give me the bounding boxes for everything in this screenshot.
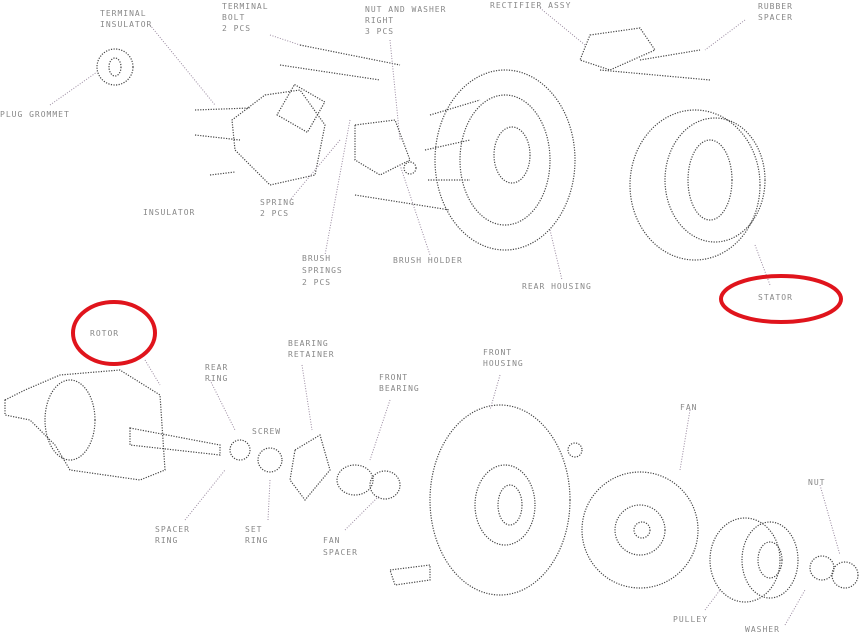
pulley-part <box>704 484 859 626</box>
label-spacer-2: RING <box>155 536 178 545</box>
label-rear-ring-2: RING <box>205 374 228 383</box>
label-brush-springs-3: 2 PCS <box>302 278 331 287</box>
label-rear-ring-1: REAR <box>205 363 228 372</box>
label-terminal-bolt-3: 2 PCS <box>222 24 251 33</box>
label-pulley: PULLEY <box>673 615 708 624</box>
rear-cover-part <box>194 83 326 186</box>
label-collar-2: RING <box>245 536 268 545</box>
terminal-insulator-part <box>49 24 216 106</box>
label-bearing-retainer-2: RETAINER <box>288 350 335 359</box>
label-spacer-1: SPACER <box>155 525 190 534</box>
label-washer: WASHER <box>745 625 780 634</box>
fan-part <box>581 409 699 589</box>
label-brush-springs-2: SPRINGS <box>302 266 343 275</box>
label-front-housing-2: HOUSING <box>483 359 524 368</box>
label-stator: STATOR <box>758 293 793 302</box>
label-collar-1: SET <box>245 525 262 534</box>
label-spring-1: SPRING <box>260 198 295 207</box>
label-brush-holder: BRUSH HOLDER <box>393 256 463 265</box>
label-rotor: ROTOR <box>90 329 119 338</box>
label-fan: FAN <box>680 403 697 412</box>
stator-highlight-circle <box>719 274 843 324</box>
label-nut-washer-3: 3 PCS <box>365 27 394 36</box>
stator-part <box>629 109 771 286</box>
label-terminal-insulator-2: INSULATOR <box>100 20 152 29</box>
label-fan-spacer-1: FAN <box>323 536 340 545</box>
label-front-bearing-1: FRONT <box>379 373 408 382</box>
rectifier-part <box>539 7 746 81</box>
label-terminal-bolt-1: TERMINAL <box>222 2 269 11</box>
label-rectifier: RECTIFIER ASSY <box>490 1 571 10</box>
label-terminal-insulator-1: TERMINAL <box>100 9 147 18</box>
label-nut-washer-2: RIGHT <box>365 16 394 25</box>
label-spring-2: 2 PCS <box>260 209 289 218</box>
label-rubber-spacer-1: RUBBER <box>758 2 793 11</box>
label-brush-springs-1: BRUSH <box>302 254 331 263</box>
label-front-housing-1: FRONT <box>483 348 512 357</box>
label-nut: NUT <box>808 478 825 487</box>
label-bearing-retainer-1: BEARING <box>288 339 329 348</box>
label-rear-housing: REAR HOUSING <box>522 282 592 291</box>
labels: TERMINAL INSULATOR PLUG GROMMET TERMINAL… <box>0 1 825 634</box>
rotor-highlight-circle <box>71 300 157 366</box>
label-fan-spacer-2: SPACER <box>323 548 358 557</box>
brush-holder-part <box>289 119 431 256</box>
label-rubber-spacer-2: SPACER <box>758 13 793 22</box>
label-plug-grommet: PLUG GROMMET <box>0 110 70 119</box>
label-terminal-bolt-2: BOLT <box>222 13 245 22</box>
terminal-bolts-part <box>269 34 451 211</box>
label-screw: SCREW <box>252 427 281 436</box>
bearing-parts <box>184 364 401 531</box>
label-nut-washer-1: NUT AND WASHER <box>365 5 446 14</box>
label-insulator: INSULATOR <box>143 208 195 217</box>
rotor-part <box>4 359 221 481</box>
label-front-bearing-2: BEARING <box>379 384 420 393</box>
front-housing-part <box>389 374 583 596</box>
rear-housing-part <box>424 69 576 281</box>
